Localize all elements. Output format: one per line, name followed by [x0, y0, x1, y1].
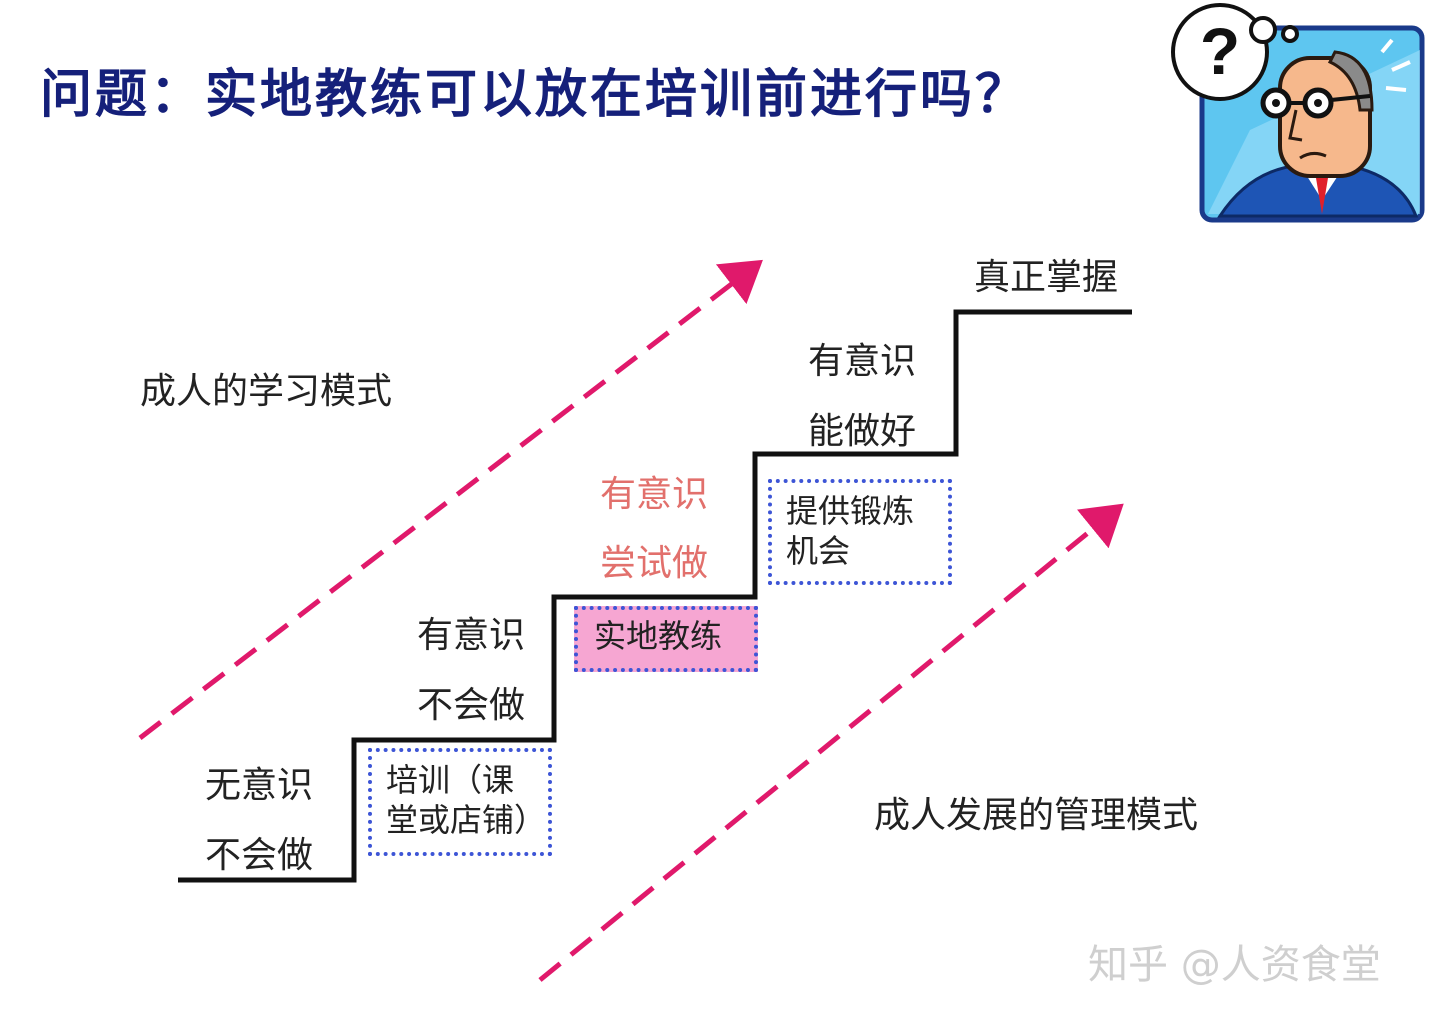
step1-label-line1: 无意识 [205, 765, 314, 806]
practice-opportunity-box: 提供锻炼机会 [768, 479, 952, 585]
step3-label-line1: 有意识 [600, 474, 709, 515]
step2-label-line1: 有意识 [417, 615, 526, 656]
watermark: 知乎 @人资食堂 [1088, 942, 1381, 988]
step4-label-line2: 能做好 [808, 411, 917, 452]
field-coaching-box: 实地教练 [574, 606, 758, 672]
staircase-line [178, 309, 1132, 883]
dashed-arrow-upper [138, 259, 763, 740]
step1-label-line2: 不会做 [205, 835, 314, 876]
adult-dev-mgmt-mode-label: 成人发展的管理模式 [874, 795, 1199, 836]
step4-label-line1: 有意识 [808, 341, 917, 382]
page-title: 问题：实地教练可以放在培训前进行吗？ [40, 65, 1031, 125]
dashed-arrow-lower [538, 503, 1124, 982]
training-box: 培训（课堂或店铺） [368, 748, 552, 856]
mastery-label: 真正掌握 [974, 257, 1119, 298]
step2-label-line2: 不会做 [417, 685, 526, 726]
adult-learning-mode-label: 成人的学习模式 [140, 371, 393, 412]
step3-label-line2: 尝试做 [600, 543, 709, 584]
question-mark-icon: ? [1200, 14, 1240, 88]
